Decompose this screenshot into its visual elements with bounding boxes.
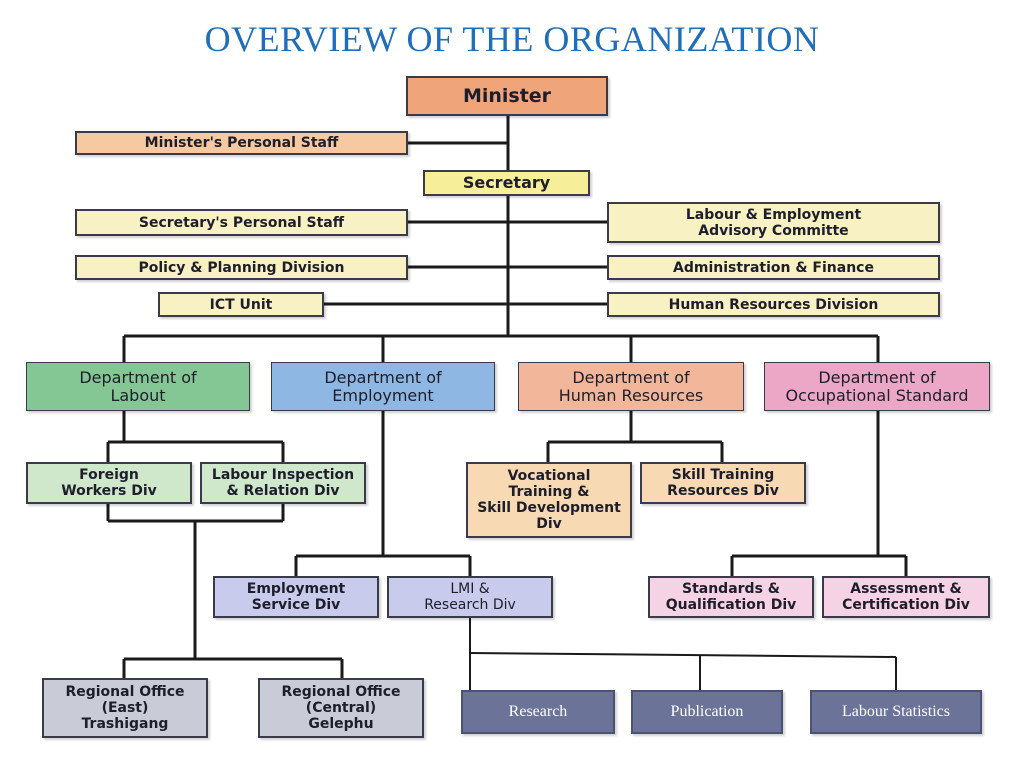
secretarys-personal-staff-box: Secretary's Personal Staff [75,209,408,236]
minister-box: Minister [406,76,608,116]
ict-unit-box: ICT Unit [158,292,324,317]
department-of-occupational-standard-box: Department of Occupational Standard [764,362,990,411]
skill-training-resources-div-box: Skill Training Resources Div [640,462,806,504]
standards-qualification-div-box: Standards & Qualification Div [648,576,814,618]
secretary-box: Secretary [423,170,590,196]
publication-box: Publication [631,690,783,734]
research-box: Research [461,690,615,734]
vocational-training-div-box: Vocational Training & Skill Development … [466,462,632,538]
administration-finance-box: Administration & Finance [607,255,940,280]
labour-inspection-div-box: Labour Inspection & Relation Div [200,462,366,504]
employment-service-div-box: Employment Service Div [213,576,379,618]
human-resources-division-box: Human Resources Division [607,292,940,317]
department-of-employment-box: Department of Employment [271,362,495,411]
regional-office-east-box: Regional Office (East) Trashigang [42,678,208,738]
policy-planning-division-box: Policy & Planning Division [75,255,408,280]
labour-statistics-box: Labour Statistics [810,690,982,734]
page-title: OVERVIEW OF THE ORGANIZATION [204,19,820,59]
ministers-personal-staff-box: Minister's Personal Staff [75,131,408,155]
department-of-human-resources-box: Department of Human Resources [518,362,744,411]
labour-employment-advisory-box: Labour & Employment Advisory Committe [607,202,940,243]
regional-office-central-box: Regional Office (Central) Gelephu [258,678,424,738]
department-of-labour-box: Department of Labout [26,362,250,411]
lmi-research-div-box: LMI & Research Div [387,576,553,618]
foreign-workers-div-box: Foreign Workers Div [26,462,192,504]
assessment-certification-div-box: Assessment & Certification Div [822,576,990,618]
